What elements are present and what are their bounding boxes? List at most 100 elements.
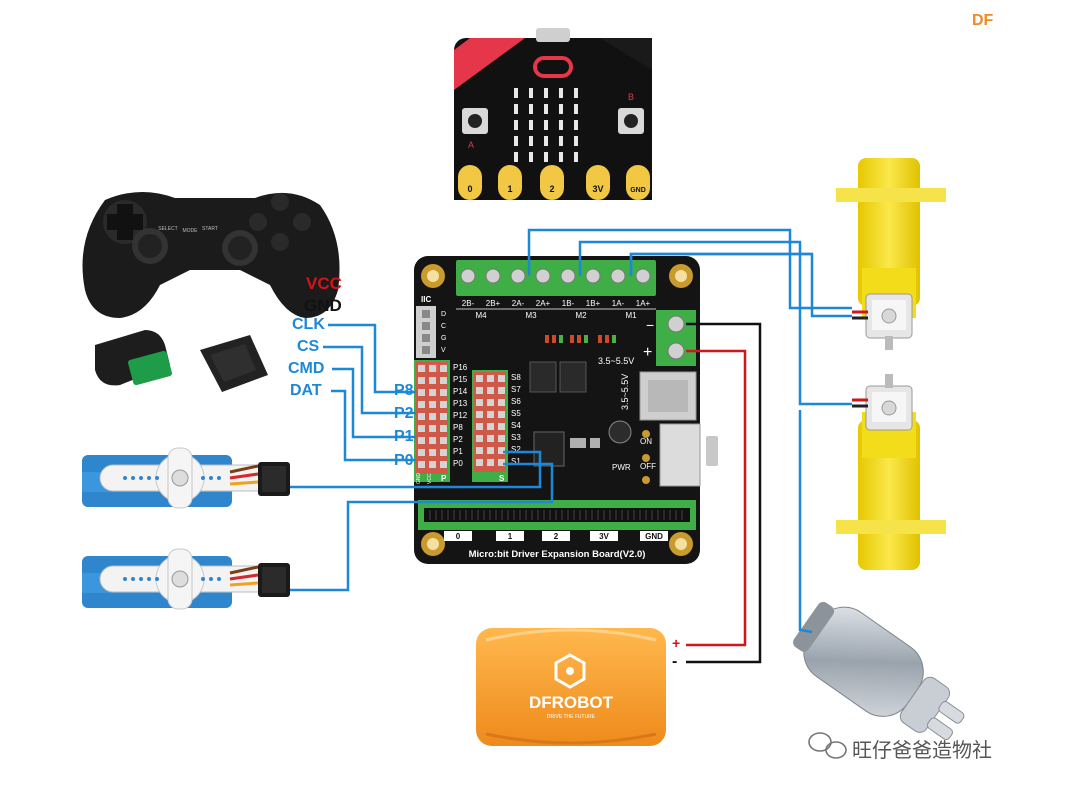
svg-text:1: 1	[508, 532, 513, 541]
svg-text:A: A	[468, 140, 474, 150]
svg-text:2A+: 2A+	[536, 299, 551, 308]
usb-connector	[536, 28, 570, 42]
motor-terminal-block	[456, 260, 656, 296]
svg-text:G: G	[441, 335, 446, 342]
svg-text:+: +	[643, 344, 652, 361]
p-header-pins	[416, 362, 448, 474]
cs-label: CS	[297, 338, 320, 355]
svg-text:1B-: 1B-	[562, 299, 575, 308]
cmd-label: CMD	[288, 360, 325, 377]
clk-label: CLK	[292, 316, 325, 333]
power-range-label: 3.5~5.5V	[598, 356, 634, 366]
svg-text:M1: M1	[625, 311, 637, 320]
svg-text:S5: S5	[511, 409, 521, 418]
svg-text:GND: GND	[645, 532, 663, 541]
pin-p8-label: P8	[394, 382, 414, 399]
svg-text:P8: P8	[453, 423, 463, 432]
svg-text:VCC: VCC	[427, 473, 433, 484]
svg-text:1A-: 1A-	[612, 299, 625, 308]
svg-text:S1: S1	[511, 457, 521, 466]
svg-text:S3: S3	[511, 433, 521, 442]
svg-text:V: V	[441, 347, 446, 354]
svg-text:C: C	[441, 323, 446, 330]
svg-text:GND: GND	[416, 473, 422, 485]
servo-2	[82, 548, 290, 610]
svg-text:P15: P15	[453, 375, 468, 384]
microbit: A B 0 1 2 3V GND	[454, 28, 652, 200]
svg-text:S4: S4	[511, 421, 521, 430]
svg-text:P0: P0	[453, 459, 463, 468]
pin-p2-label: P2	[394, 405, 414, 422]
svg-text:M4: M4	[475, 311, 487, 320]
dfrobot-logo-icon	[554, 653, 586, 689]
wireless-receiver	[95, 330, 268, 392]
svg-text:OFF: OFF	[640, 462, 656, 471]
gear-motor-bottom	[836, 374, 946, 570]
svg-text:M2: M2	[575, 311, 587, 320]
expansion-board: 2B- 2B+ 2A- 2A+ 1B- 1B+ 1A- 1A+ M4 M3 M2…	[414, 256, 718, 564]
svg-text:IIC: IIC	[421, 295, 431, 304]
svg-text:-: -	[672, 653, 677, 670]
led-matrix	[514, 88, 578, 162]
water-pump	[793, 601, 965, 741]
pin-p1-label: P1	[394, 428, 414, 445]
svg-text:S6: S6	[511, 397, 521, 406]
microbit-pin-0: 0	[467, 184, 472, 194]
svg-text:DRIVE THE FUTURE: DRIVE THE FUTURE	[547, 714, 596, 720]
svg-text:2: 2	[554, 532, 559, 541]
svg-text:P14: P14	[453, 387, 468, 396]
svg-text:1A+: 1A+	[636, 299, 651, 308]
dat-label: DAT	[290, 382, 322, 399]
svg-text:2B-: 2B-	[462, 299, 475, 308]
microbit-edge-pins	[458, 165, 650, 200]
svg-text:2A-: 2A-	[512, 299, 525, 308]
svg-text:P2: P2	[453, 435, 463, 444]
svg-text:+: +	[672, 635, 680, 651]
svg-text:3.5~5.5V: 3.5~5.5V	[620, 374, 630, 410]
square-button-icon	[249, 213, 267, 231]
circle-button-icon	[293, 213, 311, 231]
svg-text:MODE: MODE	[183, 228, 199, 234]
servo-1	[82, 447, 290, 509]
svg-text:S8: S8	[511, 373, 521, 382]
brand-mark: DF	[972, 12, 994, 29]
gear-motor-top	[836, 158, 946, 350]
motor-leads	[852, 310, 868, 408]
vcc-label: VCC	[306, 274, 342, 293]
svg-text:P16: P16	[453, 363, 468, 372]
svg-text:0: 0	[456, 532, 461, 541]
svg-text:P13: P13	[453, 399, 468, 408]
wechat-icon	[808, 732, 847, 759]
microbit-pin-1: 1	[507, 184, 512, 194]
watermark: 旺仔爸爸造物社	[852, 740, 992, 762]
svg-text:P1: P1	[453, 447, 463, 456]
svg-text:START: START	[202, 226, 218, 232]
svg-text:2B+: 2B+	[486, 299, 501, 308]
svg-text:SELECT: SELECT	[158, 226, 177, 232]
svg-text:B: B	[628, 92, 634, 102]
svg-text:S7: S7	[511, 385, 521, 394]
microbit-pin-3v: 3V	[592, 184, 603, 194]
svg-text:1B+: 1B+	[586, 299, 601, 308]
svg-text:PWR: PWR	[612, 463, 631, 472]
svg-text:P12: P12	[453, 411, 468, 420]
gnd-label: GND	[304, 296, 342, 315]
board-name: Micro:bit Driver Expansion Board(V2.0)	[469, 549, 646, 560]
pin-p0-label: P0	[394, 452, 414, 469]
svg-text:M3: M3	[525, 311, 537, 320]
svg-text:S: S	[499, 474, 505, 483]
svg-text:P: P	[441, 474, 447, 483]
triangle-button-icon	[271, 193, 289, 211]
logo-icon	[533, 56, 573, 78]
svg-text:ON: ON	[640, 437, 652, 446]
cross-button-icon	[271, 233, 289, 251]
svg-text:D: D	[441, 311, 446, 318]
ps2-controller: SELECT MODE START	[82, 191, 340, 392]
microbit-pin-gnd: GND	[630, 187, 646, 194]
svg-text:S2: S2	[511, 445, 521, 454]
lipo-battery: DFROBOT DRIVE THE FUTURE + -	[476, 628, 680, 746]
battery-brand: DFROBOT	[529, 693, 614, 712]
wires	[290, 228, 852, 664]
svg-text:3V: 3V	[599, 532, 609, 541]
